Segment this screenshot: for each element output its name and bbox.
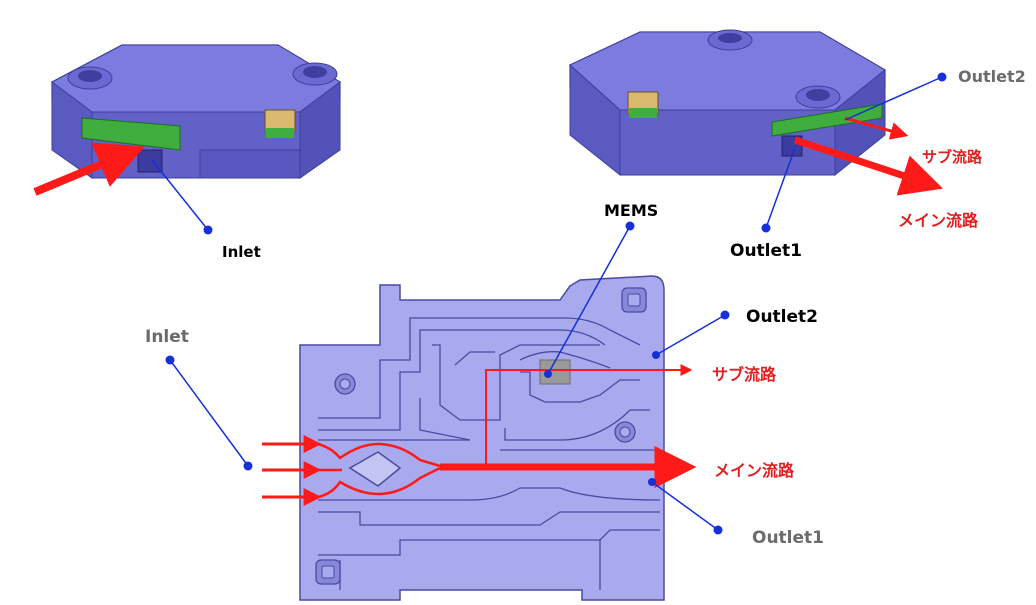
sub-flow-label-plan: サブ流路 [712,365,777,384]
outlet2-leader-dot [937,72,947,82]
outlet1-plan-leader-dot-b [713,525,723,535]
outlet2-label-plan: Outlet2 [746,307,818,327]
sub-flow-arrow-top [844,116,909,140]
outlet2-leader-line [844,76,943,121]
mems-leader-line [547,225,631,375]
inlet-label-plan: Inlet [145,327,189,347]
pcb-strip [81,117,181,151]
outlet2-plan-leader-dot-a [652,351,660,359]
outlet2-plan-leader-line [655,314,726,356]
outlet2-plan-leader-dot-b [720,310,730,320]
sub-flow-arrow-plan [485,364,693,467]
inlet-plan-leader-dot-b [243,461,253,471]
main-flow-arrow-top [793,136,943,196]
module-3d-outlet-view: Outlet2 サブ流路 メイン流路 Outlet1 [569,29,1026,261]
main-flow-label-plan: メイン流路 [714,461,795,480]
mems-leader-dot [625,221,635,231]
inlet-leader-dot [203,225,213,235]
bypass-diamond [348,451,402,487]
mems-leader-dot-end [544,370,552,378]
sub-flow-label-top: サブ流路 [922,148,983,166]
inlet-flow-arrow [33,142,145,196]
outlet1-leader-dot [761,223,771,233]
outlet1-plan-leader-line [651,481,719,531]
plate-outline [299,275,665,601]
outlet1-plan-leader-dot-a [648,478,656,486]
inlet-plan-leader-dot-a [165,355,175,365]
plan-view-plate: MEMS Inlet Outlet2 サブ流路 メイン流路 Outlet1 [145,201,824,601]
main-flow-label-top: メイン流路 [898,211,979,230]
module-3d-inlet-view: Inlet [33,44,341,261]
mems-chip [539,359,571,385]
flow-lines [262,364,697,506]
outlet1-leader-line [765,147,796,229]
outlet1-label-plan: Outlet1 [752,528,824,548]
outlet1-label-top: Outlet1 [730,241,802,261]
pcb-strip [771,103,883,137]
inlet-label-top: Inlet [222,243,261,261]
mems-label: MEMS [604,201,658,220]
inlet-plan-leader-line [169,359,249,467]
outlet2-label-top: Outlet2 [958,67,1026,86]
inlet-leader-line [151,159,209,231]
